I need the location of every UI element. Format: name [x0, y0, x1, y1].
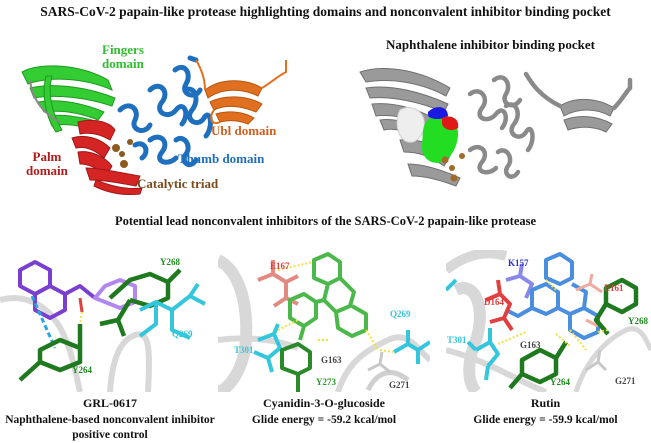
catalytic-triad-sticks — [112, 139, 133, 168]
grl0617-panel — [0, 240, 215, 392]
residue-label-g271-rutin: G271 — [615, 376, 636, 386]
palm-label-line1: Palm — [32, 149, 62, 164]
residue-label-t301-c3g: T301 — [234, 345, 254, 355]
inhibitor-name-cyanidin: Cyanidin-3-O-glucoside — [262, 396, 385, 410]
palm-domain-label: Palm domain — [26, 150, 68, 177]
cyanidin-binding-illustration — [218, 252, 430, 392]
fingers-domain-label: Fingers domain — [102, 43, 144, 70]
protein-domains-illustration — [21, 55, 287, 195]
residue-label-y264: Y264 — [72, 365, 92, 375]
rutin-panel — [446, 250, 651, 392]
fingers-label-line2: domain — [102, 55, 144, 71]
residue-label-g271-c3g: G271 — [389, 380, 410, 390]
residue-label-y268: Y268 — [160, 257, 180, 267]
residue-label-t301-rutin: T301 — [447, 335, 467, 345]
palm-domain-ribbon — [71, 119, 143, 195]
thumb-domain-label: Thumb domain — [178, 151, 265, 166]
residue-label-q269: Q269 — [172, 329, 193, 339]
residue-label-g163-c3g: G163 — [321, 355, 342, 365]
residue-label-e161: E161 — [604, 283, 624, 293]
grl0617-subtitle-line1: Naphthalene-based nonconvalent inhibitor — [5, 414, 215, 426]
residue-label-d164: D164 — [484, 297, 504, 307]
binding-pocket-panel — [330, 60, 651, 200]
domain-structure-panel — [0, 30, 330, 200]
fingers-label-line1: Fingers — [102, 42, 144, 57]
residue-label-k157: K157 — [508, 258, 529, 268]
residue-label-y273: Y273 — [316, 377, 336, 387]
residue-label-q269-c3g: Q269 — [390, 309, 411, 319]
binding-pocket-illustration — [359, 68, 633, 187]
inhibitors-section-title: Potential lead nonconvalent inhibitors o… — [114, 214, 537, 228]
residue-label-y268-rutin: Y268 — [628, 316, 648, 326]
cyanidin-glide-energy: Glide energy = -59.2 kcal/mol — [251, 414, 397, 426]
residue-label-g163-rutin: G163 — [520, 340, 541, 350]
inhibitor-name-rutin: Rutin — [530, 396, 561, 410]
ubl-domain-ribbon — [204, 80, 263, 125]
pocket-blue-surface — [428, 107, 448, 119]
residue-label-y264-rutin: Y264 — [550, 377, 570, 387]
pocket-red-surface — [442, 116, 459, 131]
cyanidin-panel — [218, 240, 430, 392]
inhibitor-name-grl0617: GRL-0617 — [83, 396, 137, 410]
pocket-white-surface — [396, 107, 425, 143]
ubl-domain-label: Ubl domain — [211, 123, 277, 138]
catalytic-triad-label: Catalytic triad — [137, 176, 219, 191]
figure-title: SARS-CoV-2 papain-like protease highligh… — [40, 4, 611, 19]
fingers-domain-ribbon — [21, 65, 116, 133]
residue-label-e167: E167 — [270, 261, 290, 271]
rutin-glide-energy: Glide energy = -59.9 kcal/mol — [473, 414, 618, 426]
grl0617-binding-illustration — [0, 260, 206, 392]
rutin-binding-illustration — [446, 250, 651, 392]
pocket-panel-title: Naphthalene inhibitor binding pocket — [386, 37, 595, 52]
palm-label-line2: domain — [26, 162, 68, 178]
grl0617-subtitle-line2: positive control — [72, 429, 148, 441]
thumb-domain-ribbon — [117, 55, 213, 168]
